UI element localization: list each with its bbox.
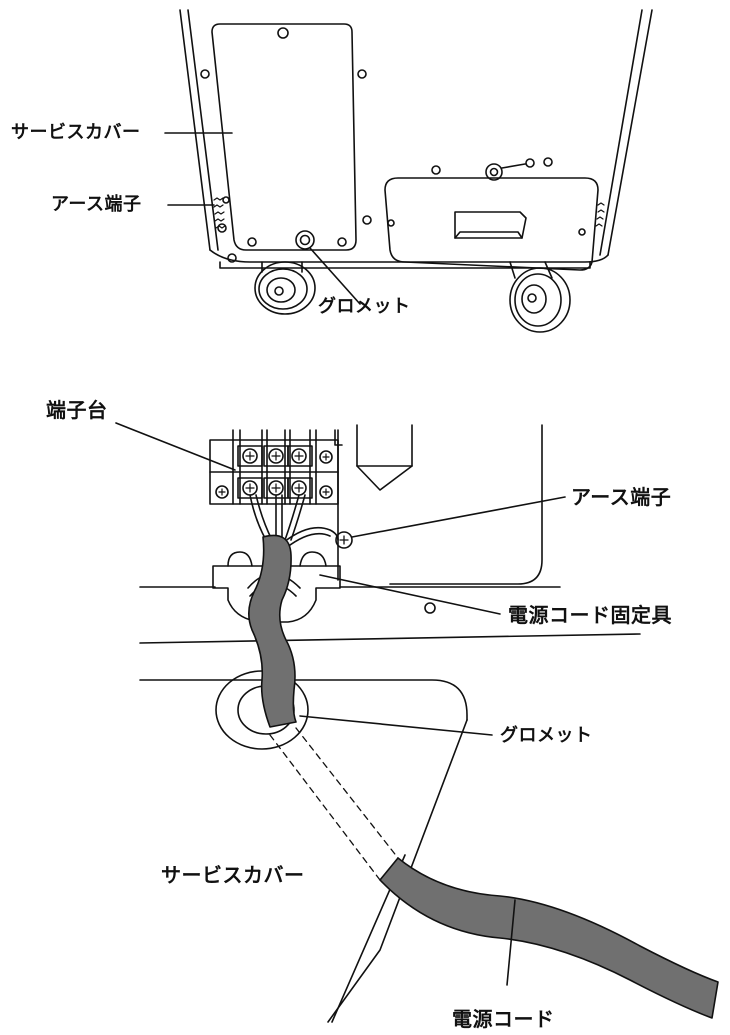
base-plates bbox=[139, 586, 641, 721]
label-bottom-grommet: グロメット bbox=[500, 725, 593, 746]
top-earth-terminal-mark bbox=[213, 196, 230, 229]
terminal-block-body bbox=[209, 429, 339, 505]
earth-screw bbox=[335, 531, 353, 549]
label-top-earth-terminal: アース端子 bbox=[51, 194, 142, 215]
label-power-cord: 電源コード bbox=[452, 1007, 555, 1031]
label-bottom-earth-terminal: アース端子 bbox=[571, 485, 672, 509]
top-grommet-ring bbox=[295, 230, 315, 250]
left-caster bbox=[254, 261, 316, 315]
label-bottom-service-cover: サービスカバー bbox=[161, 863, 305, 887]
power-cord bbox=[248, 534, 719, 1019]
hidden-cord-path bbox=[269, 727, 399, 881]
right-panel-box bbox=[384, 157, 605, 271]
right-caster bbox=[509, 261, 571, 333]
label-top-service-cover: サービスカバー bbox=[11, 122, 141, 143]
label-terminal-block: 端子台 bbox=[46, 398, 108, 422]
housing-outline bbox=[334, 424, 543, 614]
label-cord-clamp: 電源コード固定具 bbox=[508, 603, 672, 627]
leader-lines bbox=[115, 132, 566, 986]
label-top-grommet: グロメット bbox=[318, 296, 411, 317]
service-cover-panel bbox=[200, 23, 372, 263]
